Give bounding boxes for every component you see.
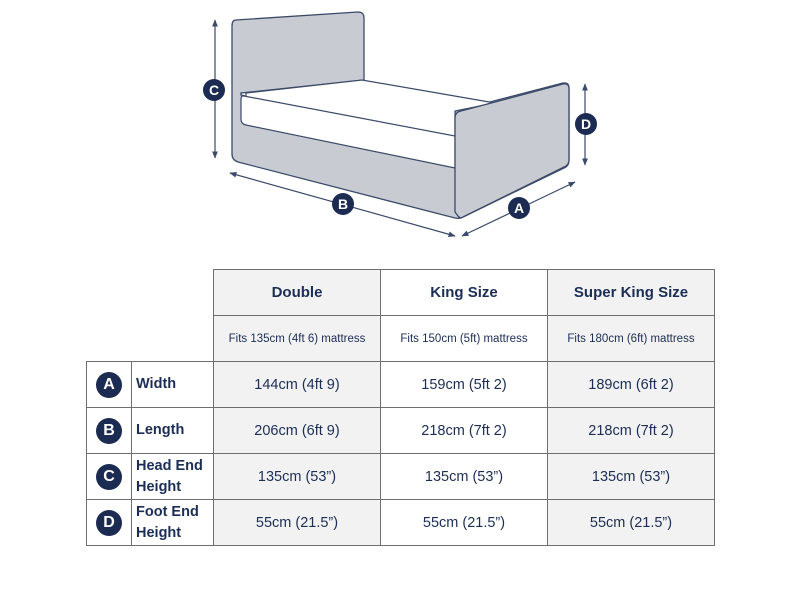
value-cell: 55cm (21.5”) <box>547 499 715 546</box>
value-cell: 135cm (53”) <box>380 453 548 500</box>
row-label: Length <box>131 407 214 454</box>
header-row: Double King Size Super King Size <box>87 269 715 316</box>
size-spec-table: Double King Size Super King Size Fits 13… <box>86 269 715 546</box>
value-cell: 218cm (7ft 2) <box>547 407 715 454</box>
dimension-a-badge: A <box>508 197 530 219</box>
value-cell: 206cm (6ft 9) <box>213 407 381 454</box>
value-cell: 135cm (53”) <box>547 453 715 500</box>
fits-king: Fits 150cm (5ft) mattress <box>380 315 548 362</box>
badge-d-icon: D <box>96 509 122 536</box>
dimension-c-badge: C <box>203 79 225 101</box>
value-cell: 55cm (21.5”) <box>213 499 381 546</box>
row-label-line1: Foot End <box>136 503 199 520</box>
empty-corner <box>87 316 214 362</box>
badge-b-icon: B <box>96 417 122 444</box>
fits-double: Fits 135cm (4ft 6) mattress <box>213 315 381 362</box>
row-badge-cell: C <box>86 453 132 500</box>
dimension-b-badge: B <box>332 193 354 215</box>
value-cell: 159cm (5ft 2) <box>380 361 548 408</box>
row-label: Width <box>131 361 214 408</box>
row-label-line2: Height <box>136 478 182 495</box>
bed-dimension-diagram: C D B A <box>0 0 800 250</box>
row-label-line2: Height <box>136 524 182 541</box>
badge-c-icon: C <box>96 463 122 490</box>
mattress-front <box>240 95 456 169</box>
column-header-double: Double <box>213 269 381 316</box>
value-cell: 135cm (53”) <box>213 453 381 500</box>
bed-illustration <box>212 11 588 238</box>
table-row-width: A Width 144cm (4ft 9) 159cm (5ft 2) 189c… <box>86 361 715 408</box>
row-badge-cell: D <box>86 499 132 546</box>
value-cell: 189cm (6ft 2) <box>547 361 715 408</box>
value-cell: 144cm (4ft 9) <box>213 361 381 408</box>
value-cell: 218cm (7ft 2) <box>380 407 548 454</box>
badge-a-icon: A <box>96 371 122 398</box>
row-badge-cell: A <box>86 361 132 408</box>
row-label-text: Width <box>136 376 177 392</box>
row-label-text: Length <box>136 422 185 438</box>
column-header-king: King Size <box>380 269 548 316</box>
dimension-d-badge: D <box>575 113 597 135</box>
empty-corner <box>87 270 214 316</box>
row-label-line1: Head End <box>136 457 203 474</box>
column-header-super-king: Super King Size <box>547 269 715 316</box>
row-badge-cell: B <box>86 407 132 454</box>
value-cell: 55cm (21.5”) <box>380 499 548 546</box>
table-row-length: B Length 206cm (6ft 9) 218cm (7ft 2) 218… <box>86 407 715 454</box>
fits-super-king: Fits 180cm (6ft) mattress <box>547 315 715 362</box>
fits-row: Fits 135cm (4ft 6) mattress Fits 150cm (… <box>87 315 715 362</box>
